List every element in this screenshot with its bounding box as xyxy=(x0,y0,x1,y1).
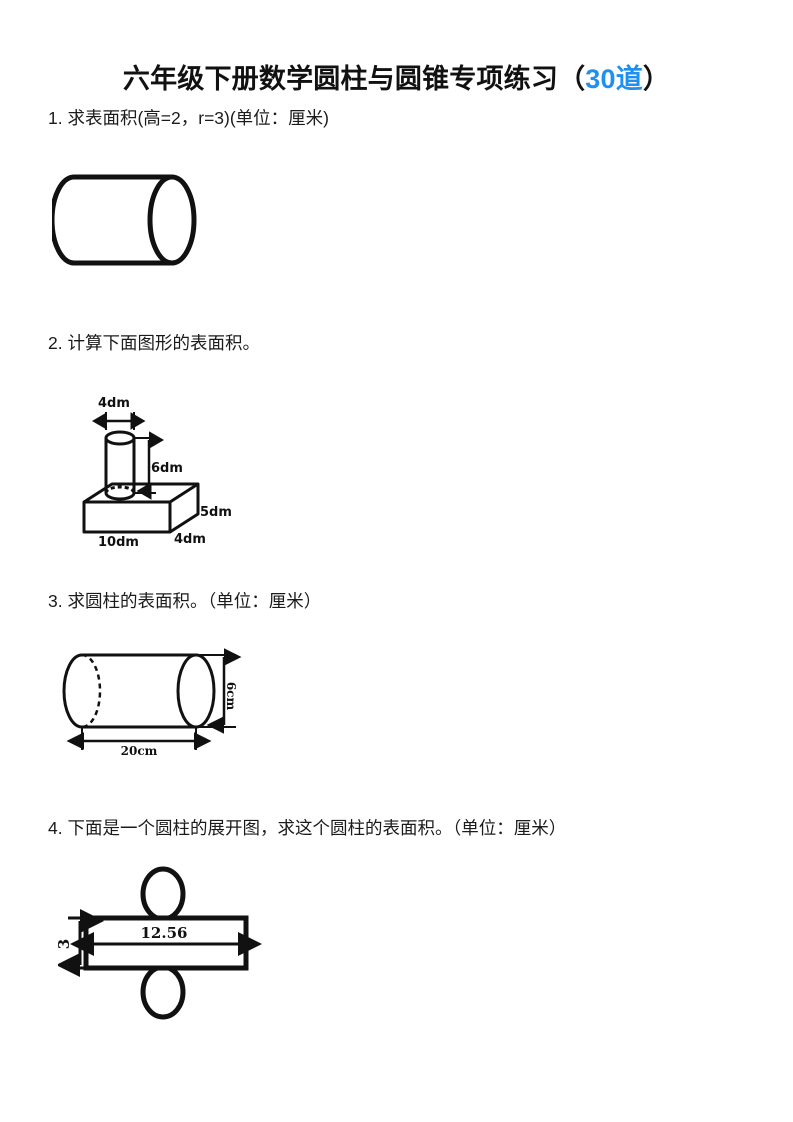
cuboid-with-cylinder-svg: 4dm 6dm 5dm 4dm 10dm xyxy=(82,396,232,547)
label-box-depth: 4dm xyxy=(174,532,206,547)
cylinder-with-dimensions-svg: 6cm 20cm xyxy=(62,648,242,758)
label-rect-width: 12.56 xyxy=(141,924,188,942)
page-title-main: 六年级下册数学圆柱与圆锥专项练习 xyxy=(122,64,559,94)
question-2-text: 2. 计算下面图形的表面积。 xyxy=(48,333,260,353)
label-cylinder-height: 6dm xyxy=(151,461,183,476)
label-rect-height: 3 xyxy=(58,939,73,949)
cylinder-horizontal-plain-svg xyxy=(52,174,197,266)
label-cylinder-diameter: 6cm xyxy=(224,682,238,711)
question-count-badge: 30道 xyxy=(585,64,643,94)
page-title: 六年级下册数学圆柱与圆锥专项练习（30道） xyxy=(0,57,793,96)
label-cylinder-diameter: 4dm xyxy=(98,396,130,411)
question-3-figure: 6cm 20cm xyxy=(60,638,255,758)
label-box-height: 5dm xyxy=(200,505,232,520)
question-1-text: 1. 求表面积(高=2，r=3)(单位：厘米) xyxy=(48,108,329,128)
question-1-figure xyxy=(52,163,212,278)
question-4-figure: 12.56 3 xyxy=(58,862,273,1027)
question-3-text: 3. 求圆柱的表面积。（单位：厘米） xyxy=(48,591,322,611)
label-box-width: 10dm xyxy=(98,535,139,547)
question-2-figure: 4dm 6dm 5dm 4dm 10dm xyxy=(68,392,243,547)
question-4-text: 4. 下面是一个圆柱的展开图，求这个圆柱的表面积。（单位：厘米） xyxy=(48,818,567,838)
label-cylinder-length: 20cm xyxy=(121,744,158,758)
title-paren-close: ） xyxy=(642,64,671,94)
title-paren-open: （ xyxy=(558,64,586,94)
cylinder-net-svg: 12.56 3 xyxy=(58,866,262,1020)
